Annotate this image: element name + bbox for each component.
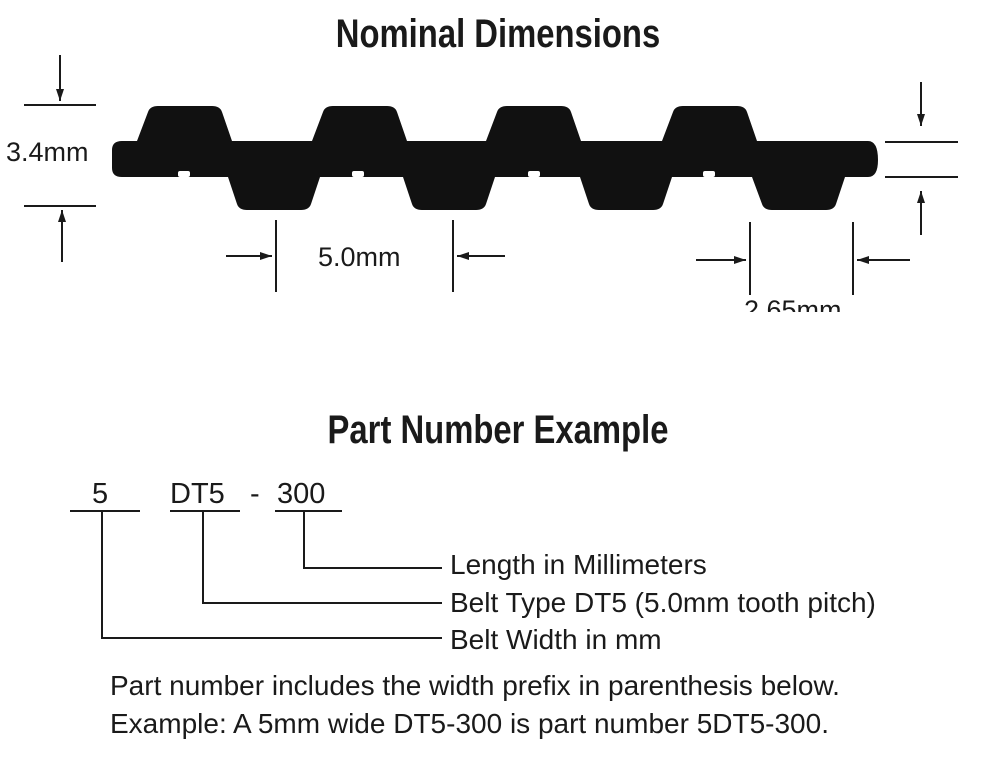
belt-notch xyxy=(528,171,540,177)
type-leader xyxy=(202,511,442,604)
width-leader xyxy=(101,511,442,639)
pitch-label: 5.0mm xyxy=(318,242,401,272)
tooth-width-label: 2.65mm xyxy=(744,295,842,313)
length-code: 300 xyxy=(277,478,326,510)
part-number-title: Part Number Example xyxy=(327,408,669,452)
type-description: Belt Type DT5 (5.0mm tooth pitch) xyxy=(450,587,876,618)
belt-height-label: 3.4mm xyxy=(6,137,89,167)
note-line-1: Part number includes the width prefix in… xyxy=(110,670,840,701)
note-line-2: Example: A 5mm wide DT5-300 is part numb… xyxy=(110,708,829,739)
type-code: DT5 xyxy=(170,478,225,510)
belt-notch xyxy=(352,171,364,177)
belt-diagram: 3.4mm 5.0mm 2.65mm xyxy=(0,0,996,312)
nominal-dimensions-title: Nominal Dimensions xyxy=(335,12,661,56)
width-code: 5 xyxy=(92,478,109,510)
belt-notch xyxy=(178,171,190,177)
width-description: Belt Width in mm xyxy=(450,624,662,655)
separator: - xyxy=(250,478,260,510)
belt-notch xyxy=(703,171,715,177)
belt-profile xyxy=(112,106,878,210)
length-description: Length in Millimeters xyxy=(450,549,707,580)
belt-profile-drawing xyxy=(24,55,958,295)
length-leader xyxy=(303,511,442,569)
